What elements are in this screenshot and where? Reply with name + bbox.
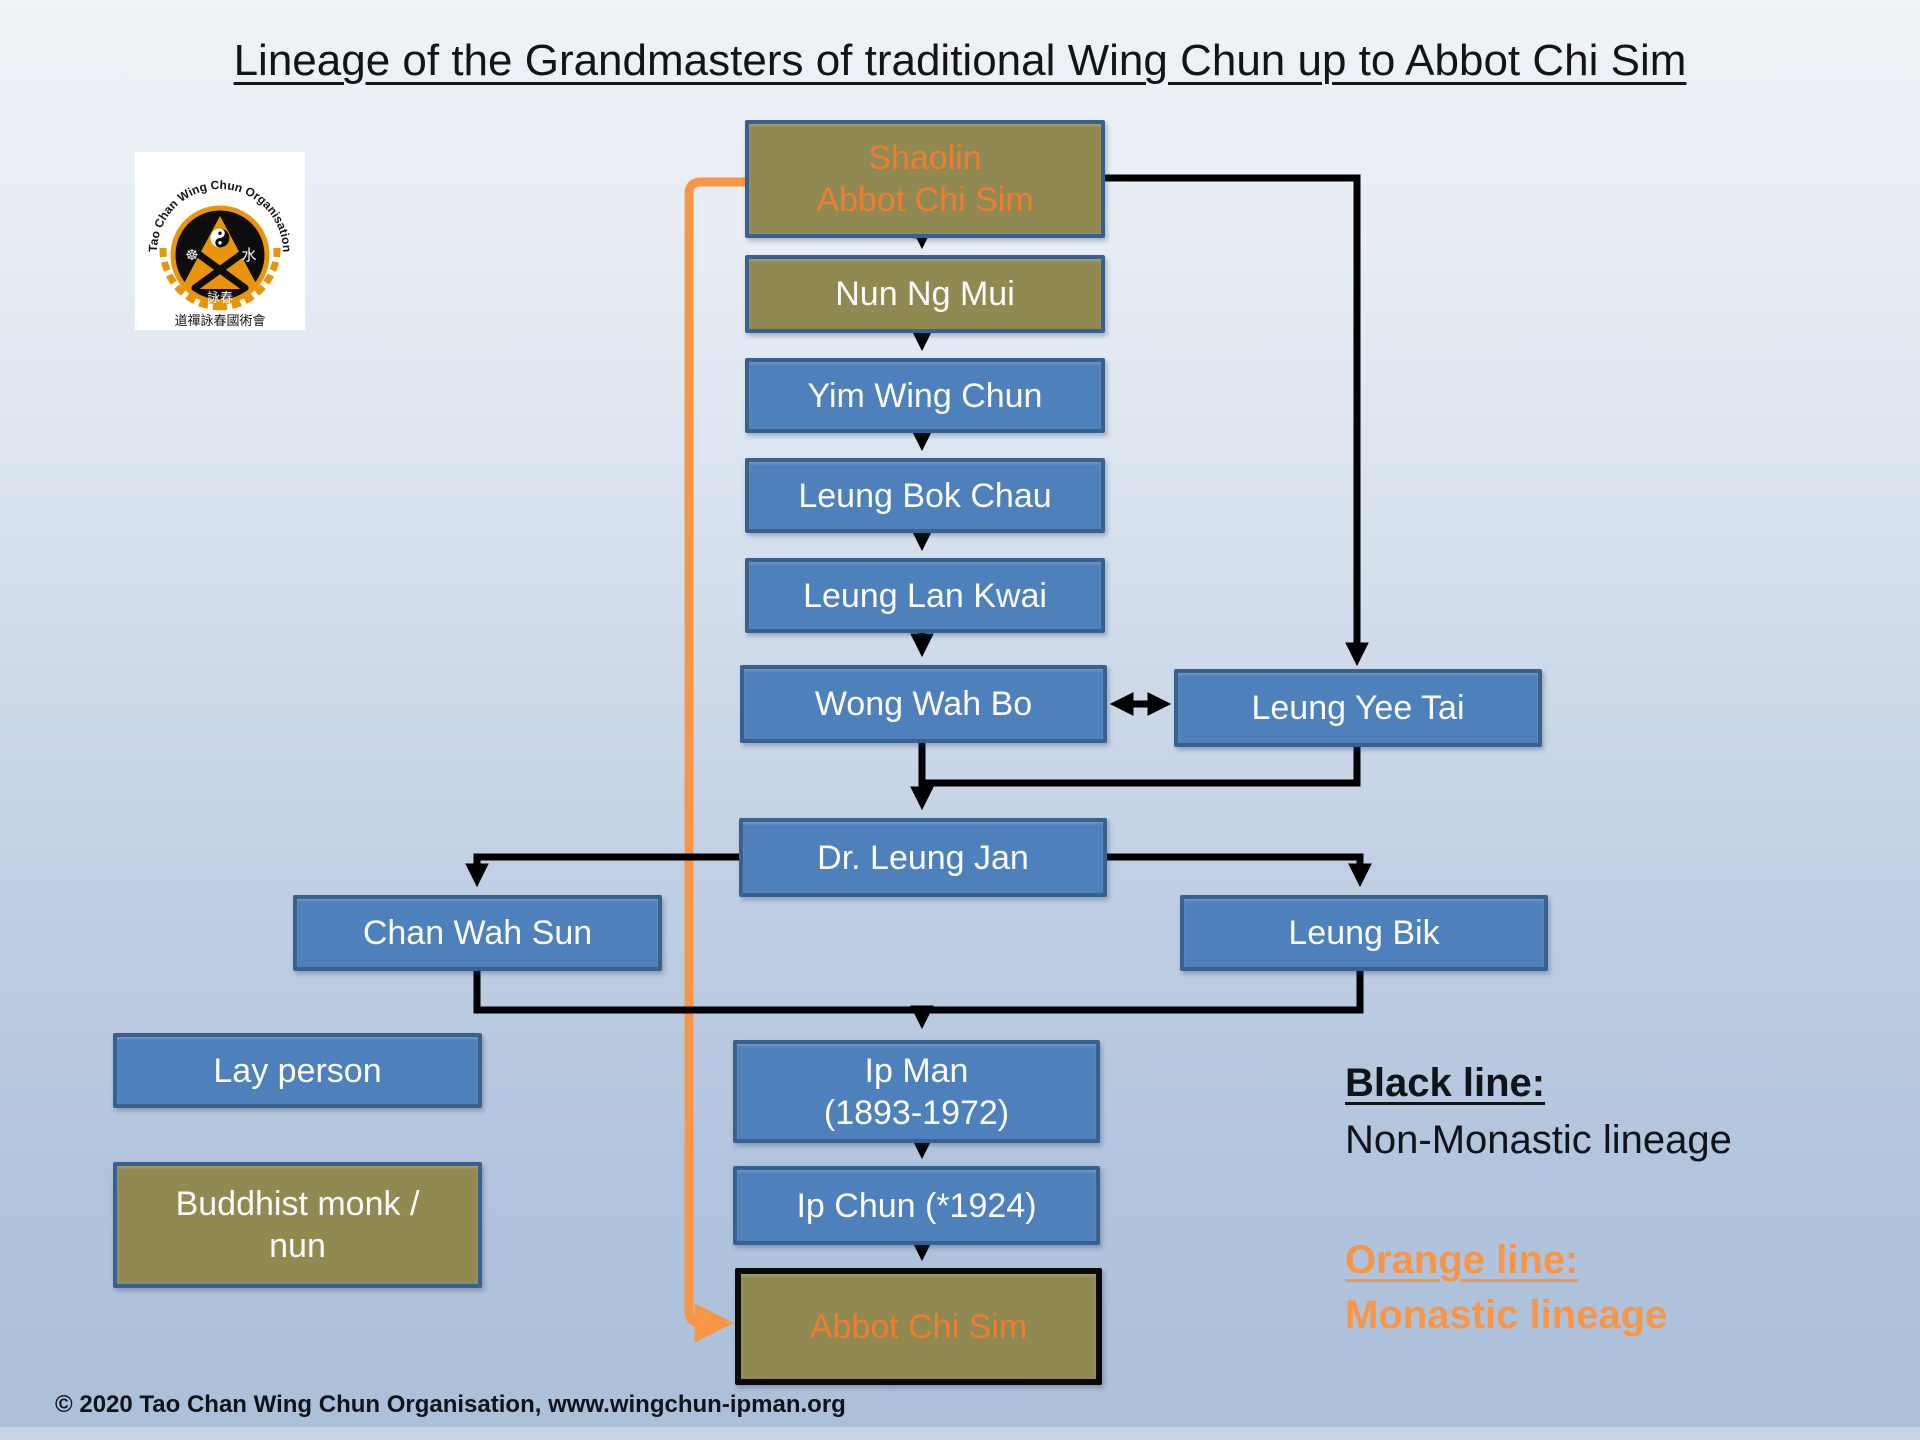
wreath-right: [219, 247, 281, 311]
arrow-drleungjan-to-leungbik: [1103, 853, 1372, 888]
node-label: Abbot Chi Sim: [816, 181, 1034, 219]
node-label: Leung Bok Chau: [798, 476, 1052, 515]
dharma-wheel-icon: ☸: [185, 247, 198, 264]
bottom-strip: [0, 1427, 1920, 1440]
orange-monastic-line: [684, 177, 746, 1343]
legend-box-buddhist-monk-nun: Buddhist monk / nun: [113, 1162, 482, 1288]
node-label: Chan Wah Sun: [362, 914, 593, 952]
logo-graphic: Tao Chan Wing Chun Organisation ☸ 水 詠: [146, 178, 294, 328]
node-label: Yim Wing Chun: [807, 376, 1043, 415]
yin-yang-icon: [210, 228, 230, 248]
node-label: Ip Man: [864, 1051, 969, 1090]
line-leungyeetai-join: [922, 744, 1361, 787]
node-leung-lan-kwai: Leung Lan Kwai: [745, 558, 1105, 633]
water-character: 水: [241, 247, 256, 264]
legend-label: Lay person: [213, 1051, 382, 1090]
node-label: Abbot Chi Sim: [809, 1307, 1028, 1346]
node-label: Leung Yee Tai: [1251, 689, 1465, 727]
copyright-text: © 2020 Tao Chan Wing Chun Organisation, …: [55, 1391, 846, 1418]
legend-box-lay-person: Lay person: [113, 1033, 482, 1108]
arrow-drleungjan-to-chanwahsun: [465, 853, 741, 888]
legend-orange-line-title: Orange line:: [1345, 1238, 1579, 1282]
crossed-swords-icon: [191, 249, 249, 292]
node-label: Shaolin: [868, 139, 982, 177]
node-shaolin-abbot-chi-sim: Shaolin Abbot Chi Sim: [745, 120, 1105, 238]
node-label: Leung Lan Kwai: [803, 576, 1047, 615]
node-nun-ng-mui: Nun Ng Mui: [745, 255, 1105, 333]
node-ip-chun: Ip Chun (*1924): [733, 1166, 1100, 1245]
organisation-logo: Tao Chan Wing Chun Organisation ☸ 水 詠: [135, 152, 305, 330]
node-label: Leung Bik: [1288, 914, 1440, 952]
node-label: Ip Chun (*1924): [796, 1186, 1037, 1225]
node-label: Nun Ng Mui: [835, 275, 1015, 313]
wing-chun-characters: 詠春: [207, 290, 233, 305]
node-label: (1893-1972): [823, 1093, 1010, 1132]
node-yim-wing-chun: Yim Wing Chun: [745, 358, 1105, 433]
legend-black-line-title: Black line:: [1345, 1061, 1546, 1105]
legend-orange-line-desc: Monastic lineage: [1345, 1293, 1668, 1337]
node-label: Dr. Leung Jan: [817, 838, 1029, 877]
legend-label: Buddhist monk /: [175, 1185, 420, 1223]
node-wong-wah-bo: Wong Wah Bo: [740, 665, 1107, 743]
node-label: Wong Wah Bo: [814, 685, 1033, 723]
node-leung-yee-tai: Leung Yee Tai: [1174, 669, 1542, 747]
line-shaolin-to-leung-yee-tai: [1103, 174, 1369, 667]
logo-bottom-characters: 道禪詠春國術會: [174, 313, 265, 328]
node-abbot-chi-sim: Abbot Chi Sim: [735, 1268, 1102, 1385]
node-ip-man: Ip Man (1893-1972): [733, 1040, 1100, 1143]
legend-black-line-desc: Non-Monastic lineage: [1345, 1118, 1732, 1162]
page-title: Lineage of the Grandmasters of tradition…: [233, 36, 1687, 85]
line-chanwahsun-leungbik-join: [473, 969, 1364, 1014]
node-dr-leung-jan: Dr. Leung Jan: [739, 818, 1107, 897]
logo-triangle: [181, 216, 259, 289]
node-leung-bok-chau: Leung Bok Chau: [745, 458, 1105, 533]
node-chan-wah-sun: Chan Wah Sun: [293, 895, 662, 971]
wreath-left: [159, 247, 221, 311]
legend-label: nun: [269, 1227, 326, 1265]
node-leung-bik: Leung Bik: [1180, 895, 1548, 971]
